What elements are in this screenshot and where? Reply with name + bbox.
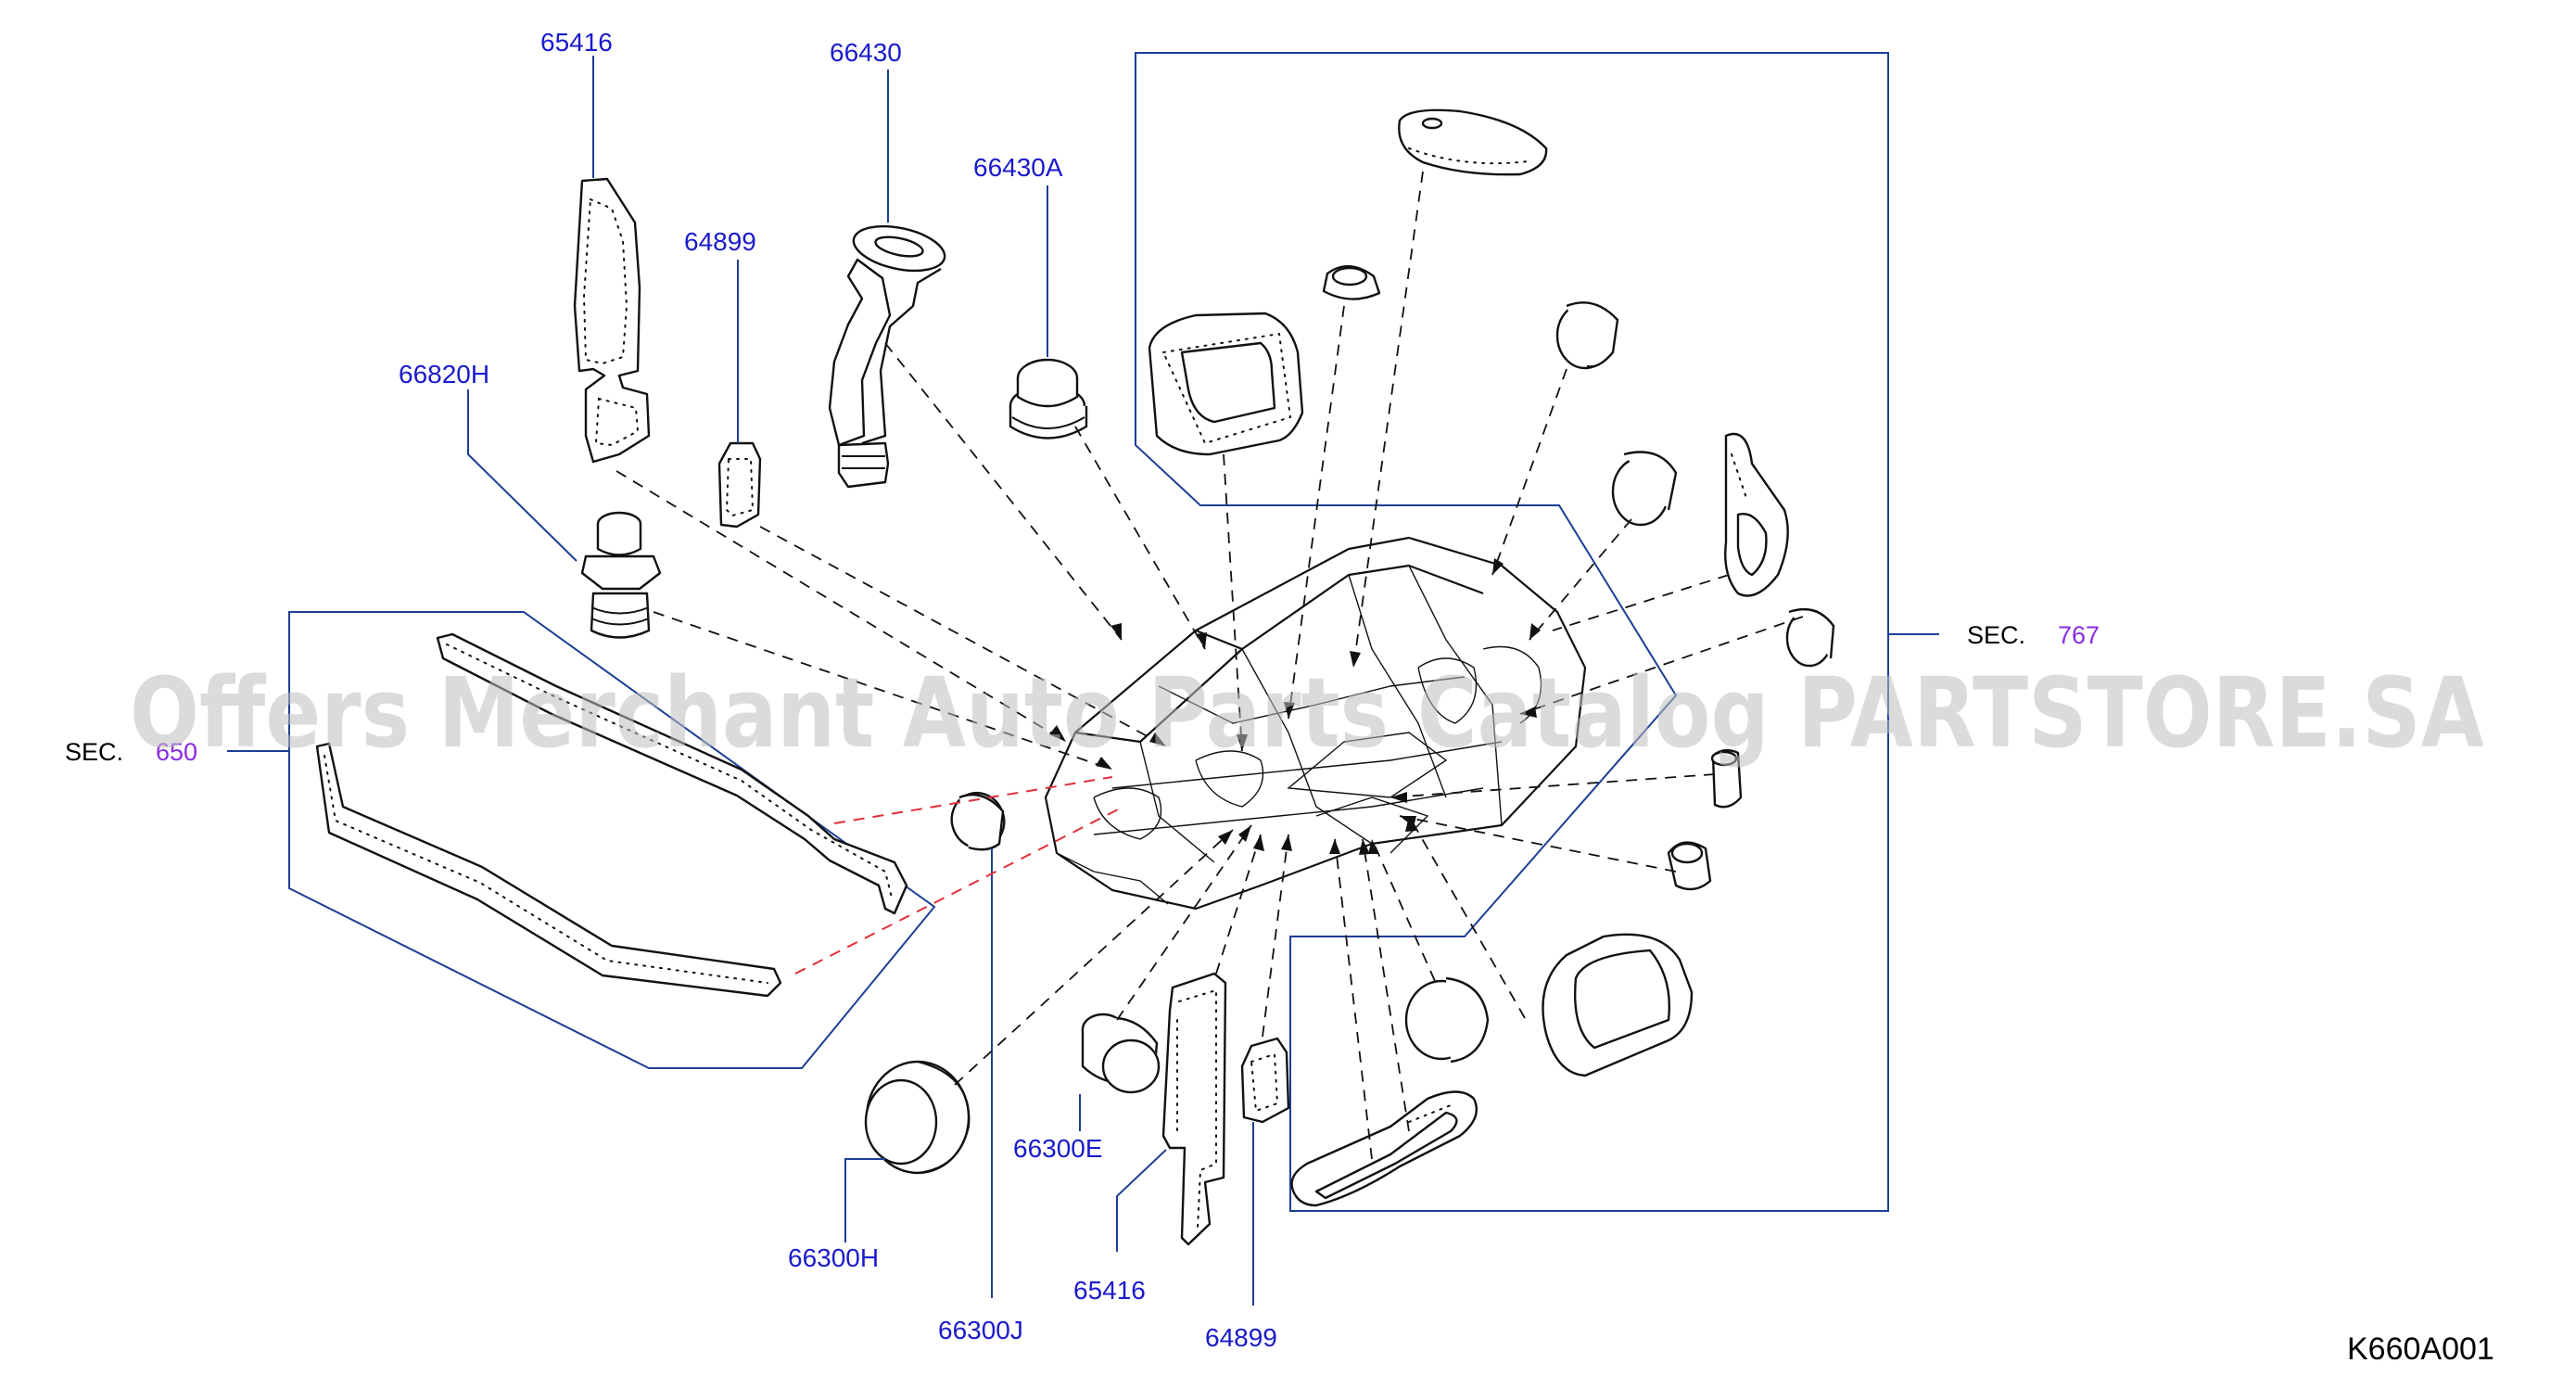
car-body-shell: [1044, 536, 1587, 911]
cap-round-right-1[interactable]: [1555, 301, 1619, 370]
cover-box-lower-right[interactable]: [1542, 933, 1694, 1077]
grommet-hose-66430[interactable]: [828, 219, 948, 489]
label-66300H[interactable]: 66300H: [788, 1243, 879, 1272]
plug-right-a[interactable]: [1611, 451, 1678, 527]
plug-round-lower[interactable]: [1404, 976, 1490, 1064]
red-guides: [794, 776, 1124, 975]
plug-right-d[interactable]: [1667, 841, 1712, 891]
sec767-word: SEC.: [1967, 621, 2025, 649]
grommet-square-upper[interactable]: [1148, 312, 1304, 456]
watermark: Offers Merchant Auto Parts Catalog PARTS…: [130, 656, 2484, 770]
plug-right-c[interactable]: [1710, 748, 1743, 809]
assembly-lines: [615, 171, 1804, 1160]
cap-66300E[interactable]: [1081, 1013, 1161, 1094]
grommet-66300H[interactable]: [864, 1060, 971, 1175]
label-leaders: [467, 56, 1254, 1306]
pad-64899-bottom[interactable]: [1240, 1037, 1290, 1124]
label-66430A[interactable]: 66430A: [973, 153, 1063, 182]
label-66820H[interactable]: 66820H: [399, 360, 489, 389]
plug-66300J[interactable]: [944, 785, 1011, 856]
clip-66820H[interactable]: [580, 511, 662, 639]
plug-66430A[interactable]: [1009, 358, 1088, 440]
rail-upper-sec650[interactable]: [436, 632, 908, 915]
pad-64899-top[interactable]: [717, 441, 762, 529]
label-64899-top[interactable]: 64899: [684, 227, 756, 256]
plug-small-top[interactable]: [1322, 265, 1381, 300]
label-66300J[interactable]: 66300J: [938, 1316, 1023, 1344]
label-65416-top[interactable]: 65416: [540, 28, 613, 57]
diagram-code: K660A001: [2347, 1331, 2494, 1367]
insulator-65416-top[interactable]: [573, 177, 651, 464]
grommet-elongated-lower[interactable]: [1290, 1090, 1478, 1207]
cover-oval-top[interactable]: [1398, 108, 1548, 176]
sec767-frame: [1135, 52, 1889, 1212]
grommet-slot-right[interactable]: [1724, 432, 1789, 597]
sec650-number[interactable]: 650: [156, 738, 197, 766]
sec767-number[interactable]: 767: [2058, 621, 2100, 649]
sec650-frame: [288, 611, 936, 1069]
arrow-heads: [1049, 558, 1541, 855]
plug-right-b[interactable]: [1785, 607, 1835, 668]
label-64899-bottom[interactable]: 64899: [1205, 1323, 1277, 1352]
label-66430[interactable]: 66430: [830, 38, 902, 67]
label-65416-bottom[interactable]: 65416: [1073, 1276, 1146, 1305]
label-66300E[interactable]: 66300E: [1013, 1134, 1103, 1163]
insulator-65416-bottom[interactable]: [1161, 972, 1227, 1246]
rail-lower-sec650[interactable]: [315, 742, 782, 998]
sec650-word: SEC.: [65, 738, 123, 766]
